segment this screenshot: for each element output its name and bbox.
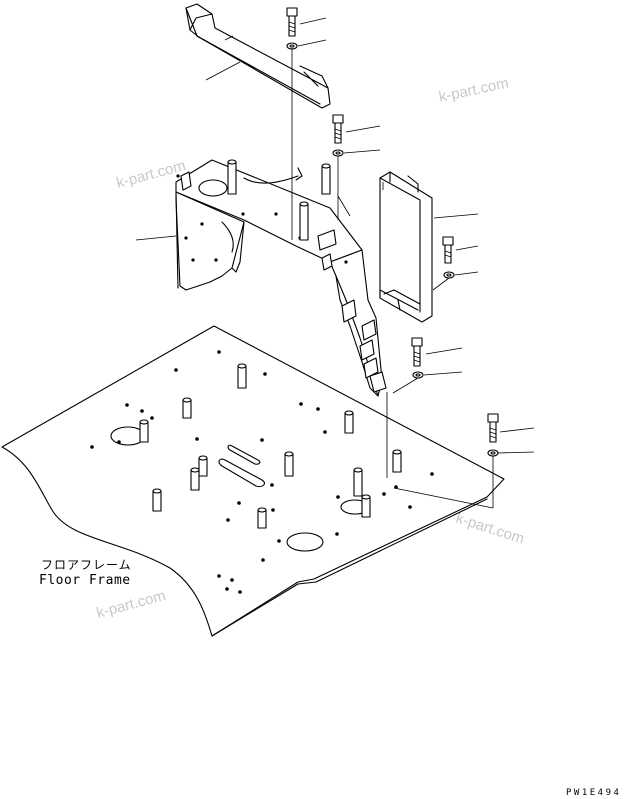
watermark: k-part.com <box>95 587 168 622</box>
floor-frame-label-en: Floor Frame <box>39 573 131 588</box>
bolt-icon <box>332 114 344 144</box>
leader-lines <box>135 17 535 454</box>
bolt-icon <box>487 413 499 443</box>
console-bracket <box>175 159 387 397</box>
watermark: k-part.com <box>454 510 527 548</box>
washer-icon <box>443 271 455 279</box>
bolt-icon <box>442 236 454 264</box>
frame-spacers <box>139 363 402 529</box>
angle-bracket <box>185 3 331 109</box>
bolt-icon <box>286 7 298 37</box>
frame-holes <box>90 350 434 594</box>
washer-icon <box>487 449 499 457</box>
floor-frame-plate <box>1 325 505 637</box>
floor-frame-label-jp: フロアフレーム <box>41 558 132 572</box>
watermark: k-part.com <box>437 75 510 106</box>
washer-icon <box>332 149 344 157</box>
side-cover <box>379 171 433 323</box>
center-lines <box>291 48 494 509</box>
washer-icon <box>412 371 424 379</box>
bolt-icon <box>411 337 423 367</box>
drawing-code: PW1E494 <box>566 788 621 798</box>
washer-icon <box>286 42 298 50</box>
